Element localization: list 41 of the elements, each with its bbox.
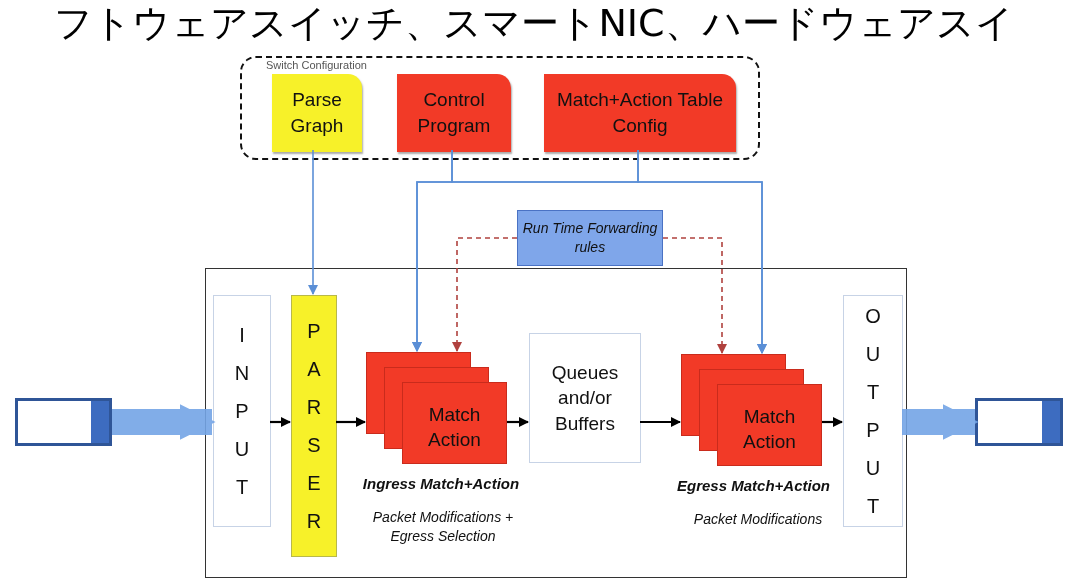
stage-caption: Egress Match+Action [676,476,831,496]
arrow [507,417,529,427]
node-label: Match Action [427,402,482,453]
arrow [637,149,767,354]
parser-column [291,295,337,557]
configuration-group [240,56,760,160]
stage-caption: Packet Modifications [692,510,824,529]
stage-caption: Ingress Match+Action [361,474,521,494]
packet-shape [975,398,1063,446]
vertical-label: OUTPUT [865,304,881,519]
arrow [662,237,727,354]
node-label: Queues and/or Buffers [550,360,620,436]
arrow [270,417,291,427]
node-label: Control Program [416,88,492,138]
node-label: Run Time Forwarding rules [521,219,659,257]
group-heading: Switch Configuration [266,59,367,71]
node-label: Parse Graph [289,88,345,138]
arrow [336,417,366,427]
config-card [397,74,511,152]
match-action-stack [366,352,508,466]
arrow [822,417,843,427]
arrow [308,149,318,295]
match-action-stack [681,354,823,468]
node-label: Match+Action Table Config [556,88,724,138]
input-column [213,295,271,527]
config-card [272,74,362,152]
block-arrow [902,404,979,440]
rules-box [517,210,663,266]
title: フトウェアスイッチ、スマートNIC、ハードウェアスイ [53,0,1015,46]
node-label: Match Action [742,404,797,455]
arrow [640,417,681,427]
vertical-label: PARSER [306,319,322,534]
output-column [843,295,903,527]
queue-box [529,333,641,463]
vertical-label: INPUT [234,323,250,500]
config-card [544,74,736,152]
arrow [452,237,518,352]
packet-shape [15,398,112,446]
stage-caption: Packet Modifications + Egress Selection [371,508,515,546]
switch-pipeline-frame [205,268,907,578]
block-arrow [112,404,216,440]
